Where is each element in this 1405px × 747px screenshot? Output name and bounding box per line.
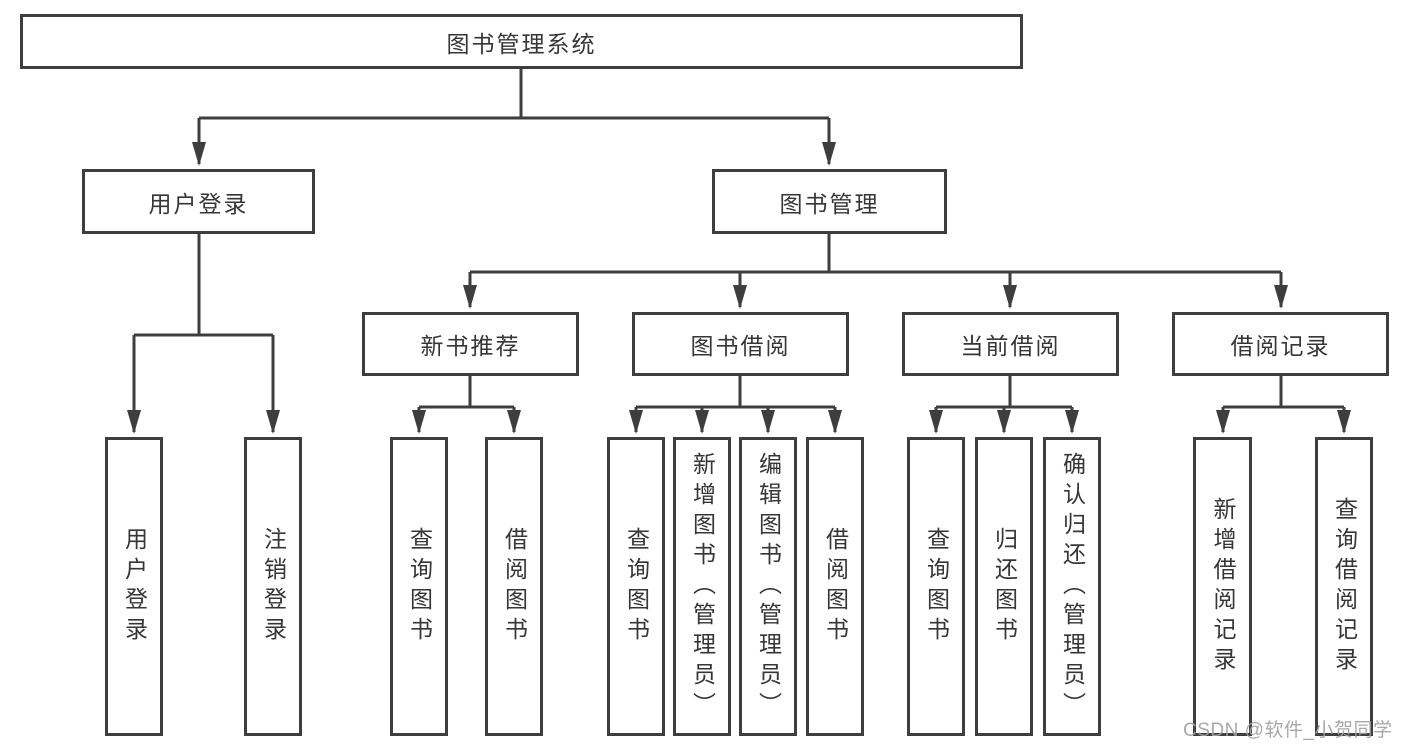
node-label: 查询借阅记录	[1331, 496, 1358, 677]
leaf-logout: 注销登录	[244, 437, 302, 736]
leaf-add-books-admin: 新增图书（管理员）	[673, 437, 731, 736]
node-label: 确认归还（管理员）	[1059, 451, 1086, 722]
node-label: 编辑图书（管理员）	[755, 451, 782, 722]
node-library-management-system: 图书管理系统	[20, 14, 1023, 69]
leaf-query-books-current: 查询图书	[907, 437, 965, 736]
csdn-watermark: CSDN @软件_小贺同学	[1183, 720, 1393, 741]
node-label: 查询图书	[623, 526, 650, 647]
leaf-add-borrow-record: 新增借阅记录	[1193, 437, 1252, 736]
leaf-confirm-return-admin: 确认归还（管理员）	[1043, 437, 1101, 736]
node-label: 查询图书	[923, 526, 950, 647]
leaf-query-books-borrowing: 查询图书	[607, 437, 665, 736]
node-label: 新书推荐	[420, 333, 521, 359]
leaf-borrow-books-recommend: 借阅图书	[485, 437, 543, 736]
node-user-login: 用户登录	[82, 169, 315, 234]
node-label: 查询图书	[406, 526, 433, 647]
node-label: 当前借阅	[960, 333, 1061, 359]
node-label: 图书借阅	[690, 333, 791, 359]
leaf-user-login: 用户登录	[105, 437, 163, 736]
node-label: 用户登录	[148, 190, 249, 217]
node-borrowing-records: 借阅记录	[1172, 312, 1389, 376]
node-label: 新增借阅记录	[1210, 496, 1236, 677]
node-label: 注销登录	[260, 526, 287, 647]
leaf-borrow-books-borrowing: 借阅图书	[806, 437, 864, 736]
node-book-management: 图书管理	[712, 169, 947, 234]
node-label: 借阅记录	[1230, 333, 1331, 359]
node-label: 借阅图书	[501, 526, 528, 647]
node-new-book-recommendation: 新书推荐	[362, 312, 579, 376]
leaf-return-books: 归还图书	[975, 437, 1033, 736]
leaf-edit-books-admin: 编辑图书（管理员）	[739, 437, 797, 736]
node-book-borrowing: 图书借阅	[632, 312, 849, 376]
node-label: 用户登录	[121, 526, 148, 647]
node-label: 借阅图书	[822, 526, 849, 647]
node-label: 归还图书	[991, 526, 1018, 647]
leaf-query-borrow-record: 查询借阅记录	[1315, 437, 1373, 736]
node-label: 图书管理系统	[446, 30, 597, 57]
leaf-query-books-recommend: 查询图书	[390, 437, 448, 736]
node-label: 图书管理	[779, 190, 880, 217]
node-label: 新增图书（管理员）	[689, 451, 716, 722]
node-current-borrowing: 当前借阅	[902, 312, 1119, 376]
